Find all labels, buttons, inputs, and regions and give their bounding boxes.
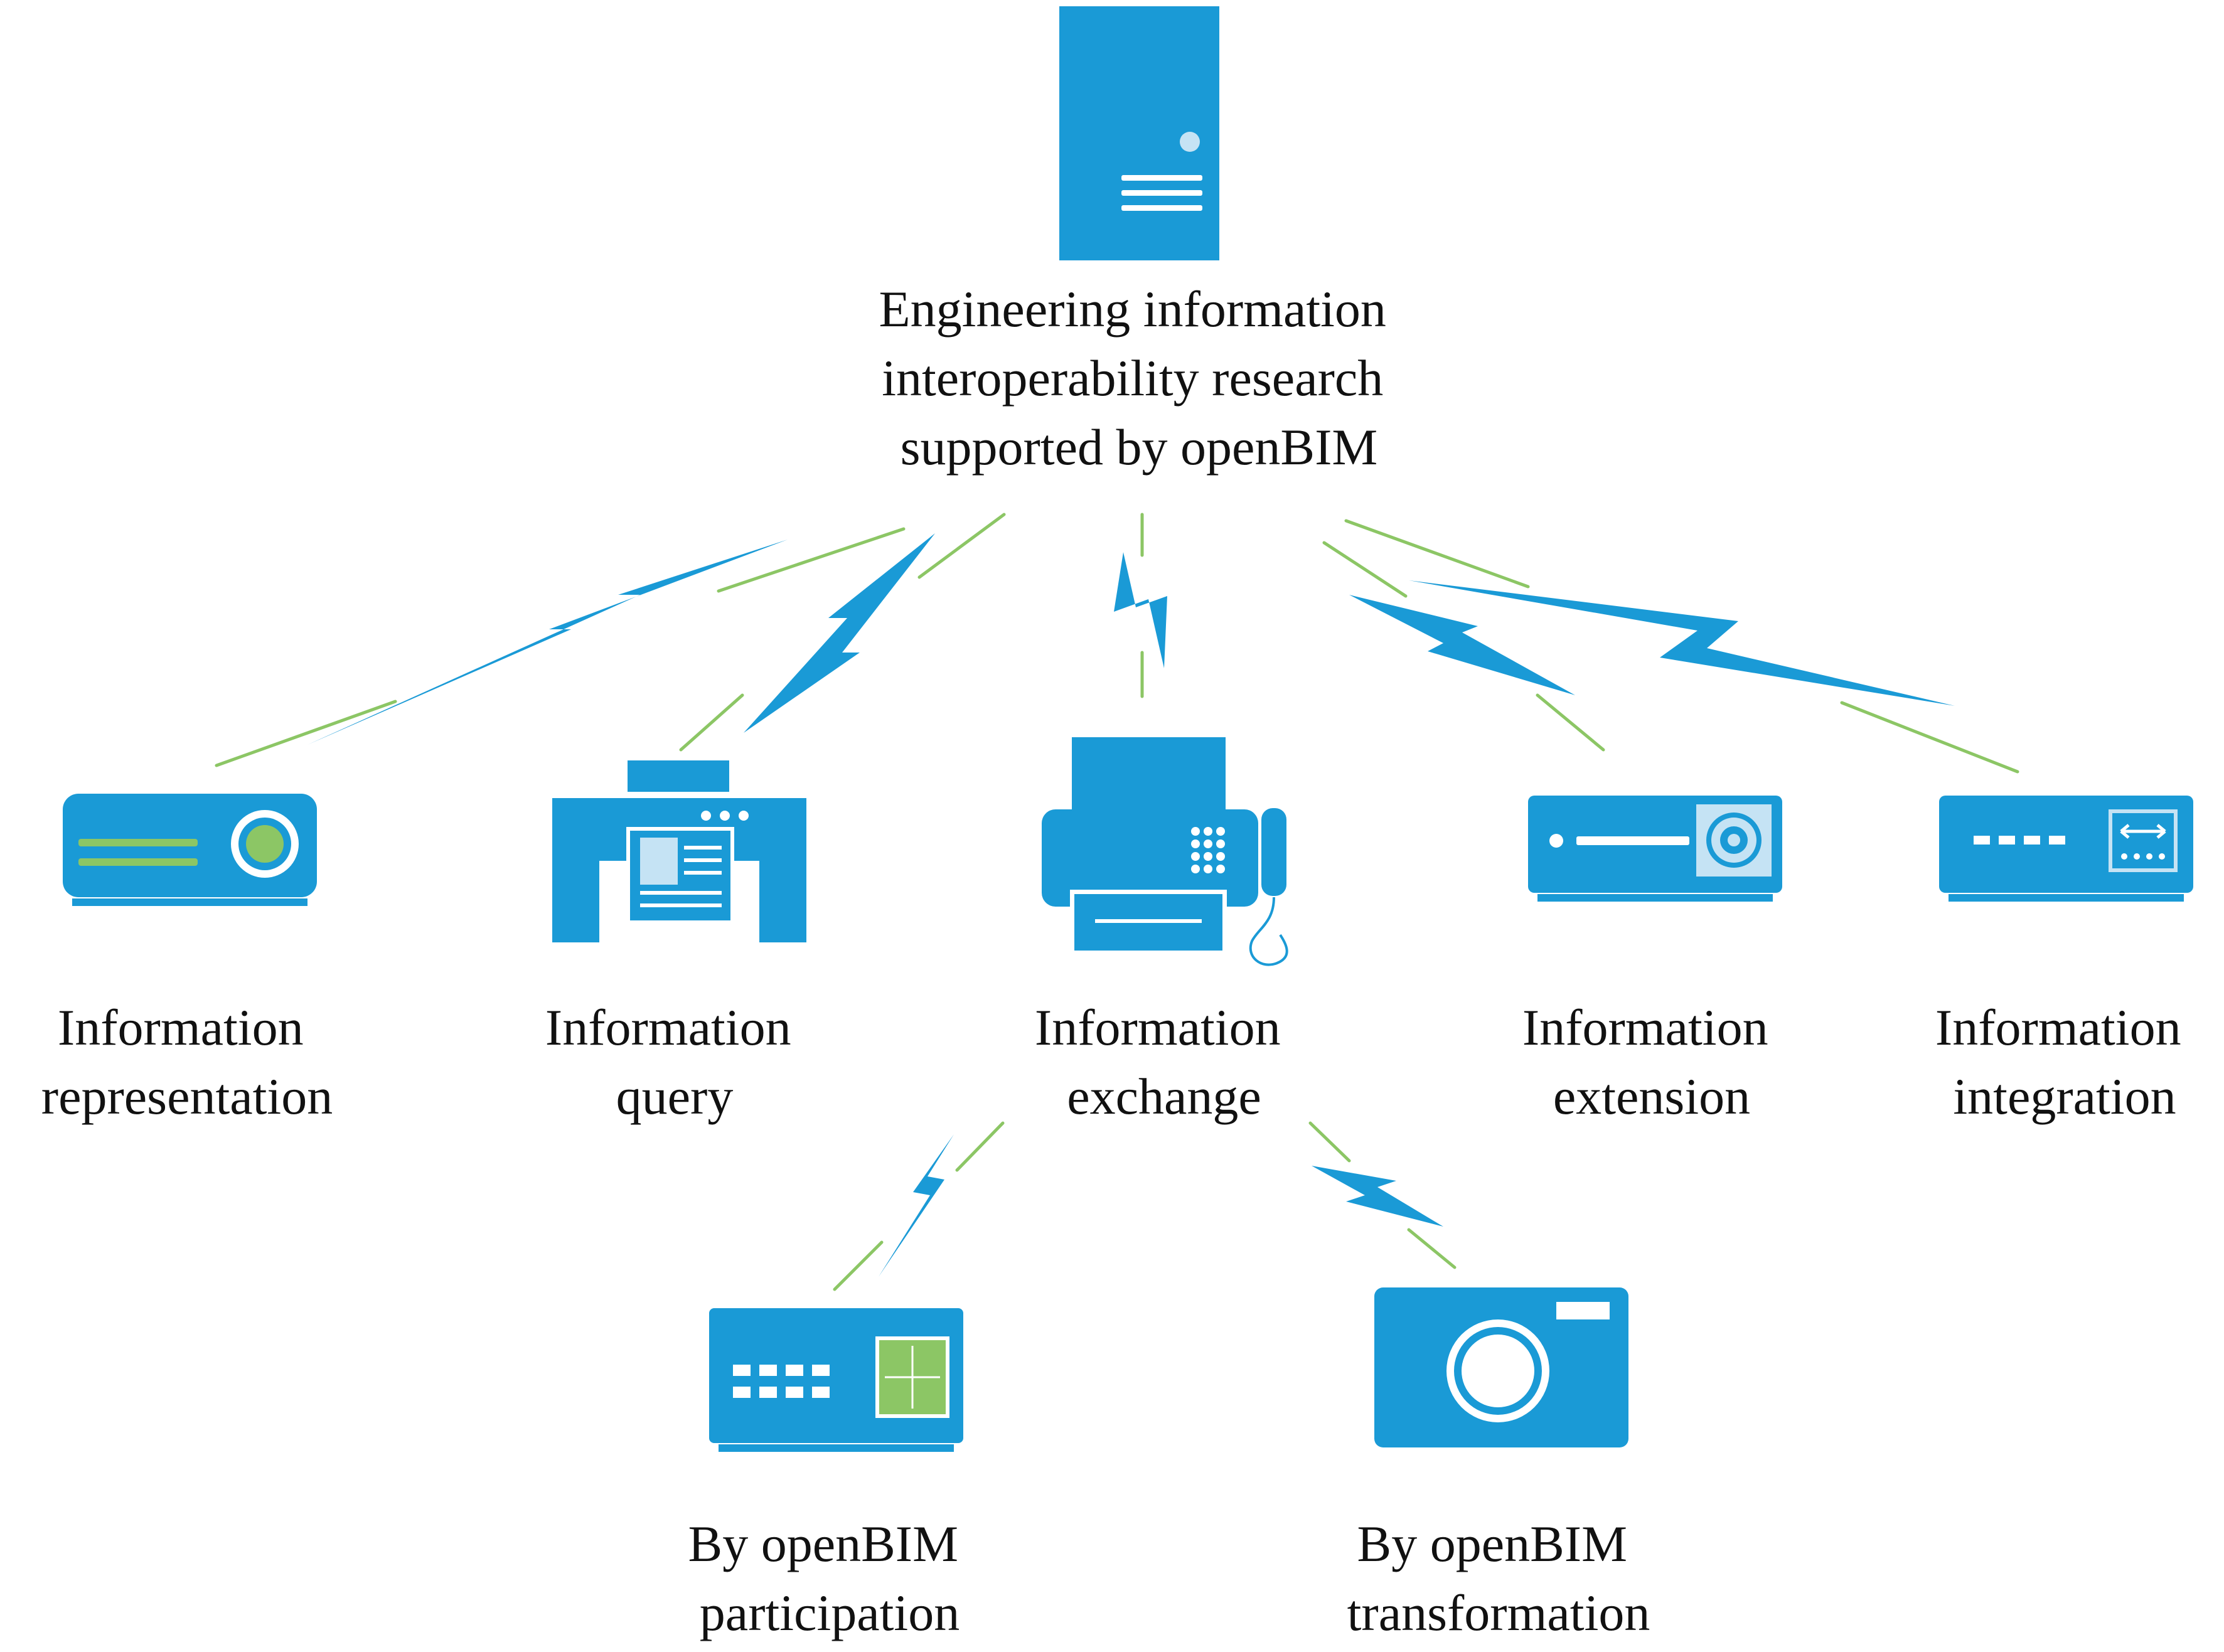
branch-label-line: extension: [1553, 1068, 1750, 1125]
sub-label-line: transformation: [1347, 1584, 1650, 1641]
branch-label-line: exchange: [1067, 1068, 1261, 1125]
branch-label-line: integration: [1953, 1068, 2176, 1125]
network-switch-icon: [709, 1308, 963, 1452]
branch-label-line: Information: [58, 999, 304, 1056]
fax-machine-icon: [1042, 737, 1288, 966]
branch-label-line: query: [616, 1068, 734, 1125]
projector-icon: [63, 794, 317, 906]
link-root-representation: [215, 527, 906, 767]
branch-label-line: representation: [41, 1068, 333, 1125]
sub-label-line: By openBIM: [688, 1515, 959, 1572]
root-label-line: Engineering information: [879, 280, 1386, 338]
network-device-icon: [1939, 796, 2193, 902]
branch-label-extension: Information extension: [1522, 999, 1781, 1125]
root-label-line: interoperability research: [882, 349, 1383, 407]
branch-label-line: Information: [1035, 999, 1281, 1056]
camera-icon: [1374, 1287, 1628, 1447]
branch-label-representation: Information representation: [41, 999, 333, 1125]
server-icon: [1059, 6, 1219, 260]
branch-label-line: Information: [1522, 999, 1768, 1056]
branch-label-exchange: Information exchange: [1035, 999, 1293, 1125]
labels: Engineering information interoperability…: [41, 280, 2194, 1641]
connectors: [215, 513, 2019, 1291]
link-root-extension: [1322, 541, 1605, 752]
sub-label-line: participation: [700, 1584, 960, 1641]
root-label: Engineering information interoperability…: [879, 280, 1399, 476]
link-root-exchange: [1114, 513, 1167, 698]
sub-label-line: By openBIM: [1357, 1515, 1628, 1572]
link-root-integration: [1344, 519, 2019, 774]
link-exchange-transformation: [1308, 1121, 1457, 1269]
branch-label-line: Information: [1935, 999, 2181, 1056]
sub-label-transformation: By openBIM transformation: [1347, 1515, 1650, 1641]
branch-label-query: Information query: [545, 999, 804, 1125]
branch-label-line: Information: [545, 999, 791, 1056]
link-exchange-participation: [833, 1121, 1005, 1291]
link-root-query: [679, 513, 1006, 752]
root-label-line: supported by openBIM: [901, 418, 1378, 476]
sub-label-participation: By openBIM participation: [688, 1515, 971, 1641]
branch-label-integration: Information integration: [1935, 999, 2194, 1125]
media-player-icon: [1528, 796, 1782, 902]
copier-icon: [552, 760, 806, 942]
